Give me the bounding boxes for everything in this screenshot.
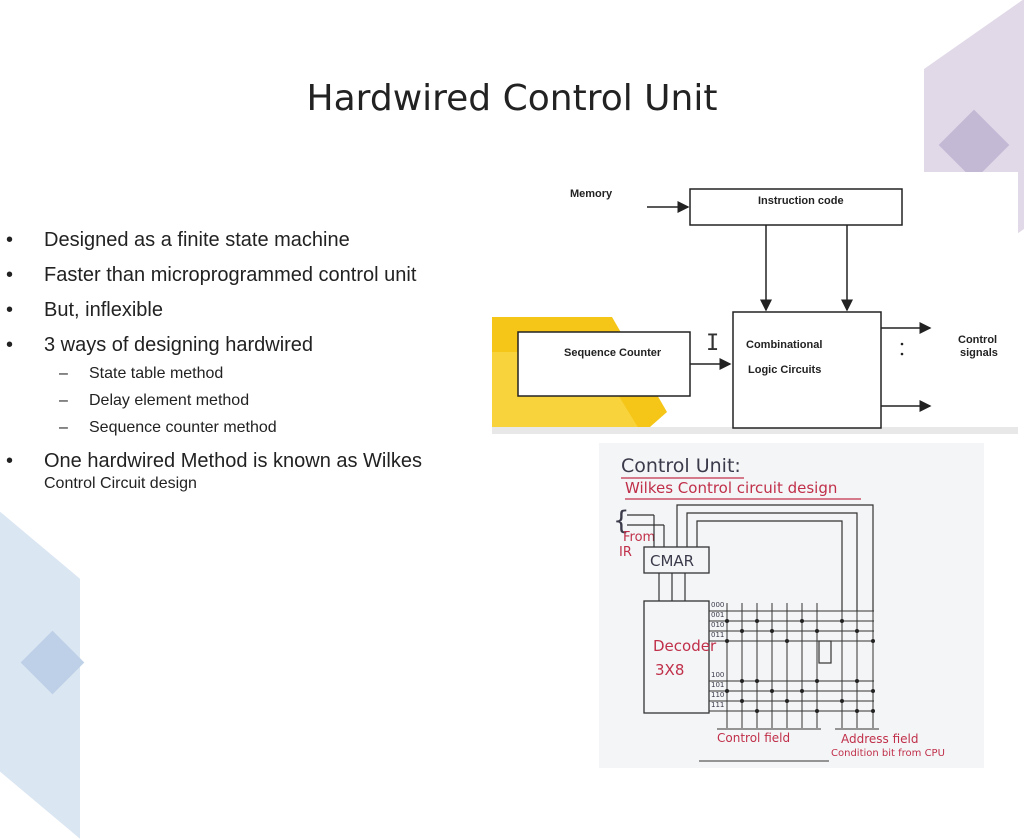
bullet-marker: • (6, 264, 14, 286)
wilkes-whiteboard-diagram: Control Unit: Wilkes Control circuit des… (599, 443, 984, 768)
control-label: Control (958, 334, 997, 346)
matrix-dots (725, 619, 875, 713)
bullet-text: Designed as a finite state machine (44, 229, 350, 251)
bullet-marker: • (6, 334, 14, 356)
input-brace: { (613, 506, 630, 536)
bullet-continuation: Control Circuit design (44, 475, 197, 492)
sub-bullet-text: Sequence counter method (89, 419, 277, 436)
bullet-text: But, inflexible (44, 299, 163, 321)
sub-bullet-marker: – (59, 392, 68, 409)
row-code: 100 (711, 671, 724, 679)
bullet-item: • One hardwired Method is known as Wilke… (0, 449, 480, 495)
decoder-size-label: 3X8 (655, 661, 684, 679)
row-code: 110 (711, 691, 724, 699)
logic-circuits-label: Logic Circuits (748, 364, 821, 376)
row-code: 011 (711, 631, 724, 639)
control-field-label: Control field (717, 731, 790, 745)
ir-label: IR (619, 545, 632, 560)
condition-bit-label: Condition bit from CPU (831, 748, 945, 759)
bullet-marker: • (6, 450, 14, 472)
sub-bullet-marker: – (59, 365, 68, 382)
bullet-text: Faster than microprogrammed control unit (44, 264, 417, 286)
row-code: 000 (711, 601, 724, 609)
bullet-item: • 3 ways of designing hardwired (0, 333, 480, 357)
sequence-counter-box (517, 331, 691, 397)
row-code: 010 (711, 621, 724, 629)
signals-label: signals (960, 347, 998, 359)
instruction-code-label: Instruction code (758, 195, 844, 207)
bullet-text: One hardwired Method is known as Wilkes (44, 450, 422, 472)
sequence-counter-label: Sequence Counter (564, 347, 662, 359)
row-code: 001 (711, 611, 724, 619)
sub-bullet-item: – Delay element method (0, 391, 480, 411)
row-code: 101 (711, 681, 724, 689)
decoder-box (643, 600, 710, 714)
memory-label: Memory (570, 188, 613, 200)
instruction-code-box (689, 188, 903, 226)
bullet-marker: • (6, 229, 14, 251)
combinational-logic-box (732, 311, 882, 429)
address-field-label: Address field (841, 732, 919, 746)
whiteboard-subheading: Wilkes Control circuit design (625, 479, 837, 497)
bullet-text: 3 ways of designing hardwired (44, 334, 314, 356)
cmar-label: CMAR (650, 552, 694, 570)
sub-bullet-text: Delay element method (89, 392, 250, 409)
combinational-label: Combinational (746, 339, 822, 351)
sub-bullet-marker: – (59, 419, 68, 436)
from-label: From (623, 530, 655, 545)
hardwired-block-diagram: Memory Instruction code Sequence Counter… (492, 172, 1018, 434)
bullet-item: • Designed as a finite state machine (0, 228, 480, 252)
control-matrix-grid (709, 603, 874, 728)
sub-bullet-item: – State table method (0, 364, 480, 384)
bullet-item: • Faster than microprogrammed control un… (0, 263, 480, 287)
decoder-label: Decoder (653, 637, 717, 655)
bullet-marker: • (6, 299, 14, 321)
bullet-list: • Designed as a finite state machine • F… (0, 228, 480, 506)
bullet-item: • But, inflexible (0, 298, 480, 322)
slide-title: Hardwired Control Unit (306, 78, 718, 119)
whiteboard-heading: Control Unit: (621, 455, 741, 477)
sub-bullet-text: State table method (89, 365, 224, 382)
text-cursor: I (706, 331, 719, 356)
row-code: 111 (711, 701, 724, 709)
sub-bullet-item: – Sequence counter method (0, 418, 480, 438)
